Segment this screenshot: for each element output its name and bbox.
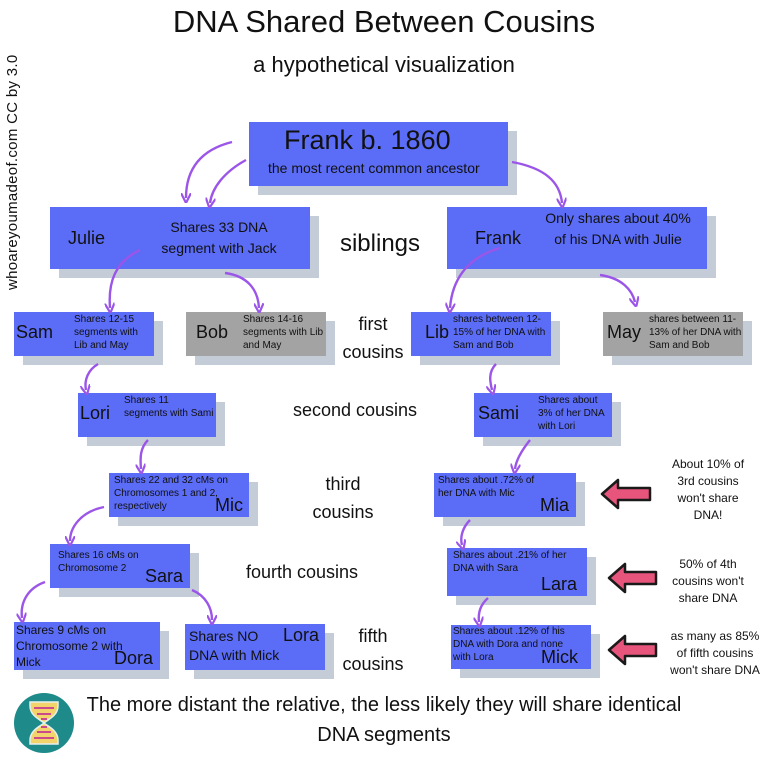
mick-box: Shares about .12% of his DNA with Dora a…	[451, 625, 591, 669]
sidenote-fourth: 50% of 4th cousins won't share DNA	[672, 557, 744, 605]
bob-box: Bob Shares 14-16 segments with Lib and M…	[186, 312, 326, 356]
lara-name: Lara	[541, 574, 578, 594]
lib-name: Lib	[425, 322, 450, 342]
footer-text: The more distant the relative, the less …	[86, 694, 682, 746]
sidenote-third: About 10% of 3rd cousins won't share DNA…	[671, 457, 745, 522]
lara-note: Shares about .21% of her DNA with Sara	[453, 550, 567, 574]
ancestor-box: Frank b. 1860 the most recent common anc…	[249, 122, 508, 186]
arrow-frank-to-julie-2	[210, 158, 247, 203]
sami-note: Shares about 3% of her DNA with Lori	[538, 395, 605, 432]
mia-note: Shares about .72% of her DNA with Mic	[438, 475, 535, 499]
arrow-lara-to-mick	[479, 597, 489, 622]
label-siblings: siblings	[339, 230, 421, 257]
arrow-frank-to-frank-sibling	[511, 160, 562, 203]
mic-note: Shares 22 and 32 cMs on Chromosomes 1 an…	[114, 475, 228, 512]
arrow-mic-to-sara	[70, 505, 105, 541]
dna-logo-icon	[14, 693, 74, 753]
bob-note: Shares 14-16 segments with Lib and May	[243, 314, 324, 351]
dora-name: Dora	[114, 648, 154, 668]
arrow-lori-to-mic	[141, 439, 149, 469]
mic-box: Shares 22 and 32 cMs on Chromosomes 1 an…	[109, 473, 249, 517]
sidenote-fifth: as many as 85% of fifth cousins won't sh…	[670, 629, 760, 677]
arrow-julie-to-bob	[224, 271, 259, 308]
frank-sibling-name: Frank	[475, 228, 522, 248]
mia-name: Mia	[540, 495, 570, 515]
mic-name: Mic	[215, 495, 243, 515]
arrow-frank-sibling-to-may	[599, 273, 635, 302]
lora-note: Shares NO DNA with Mick	[189, 628, 280, 663]
label-first-cousins: first cousins	[342, 314, 404, 362]
mick-note: Shares about .12% of his DNA with Dora a…	[453, 626, 565, 663]
mick-name: Mick	[541, 647, 578, 667]
sam-note: Shares 12-15 segments with Lib and May	[74, 314, 138, 351]
arrow-sara-to-lora	[191, 588, 212, 620]
sara-note: Shares 16 cMs on Chromosome 2	[58, 550, 139, 574]
arrow-sami-to-mia	[515, 439, 531, 469]
may-box: May shares between 11-13% of her DNA wit…	[603, 312, 743, 356]
lora-box: Shares NO DNA with Mick Lora	[185, 624, 325, 670]
mia-box: Shares about .72% of her DNA with Mic Mi…	[434, 473, 576, 517]
dora-note: Shares 9 cMs on Chromosome 2 with Mick	[16, 623, 123, 669]
arrow-mia-to-lara	[461, 519, 471, 545]
frank-sibling-box: Frank Only shares about 40% of his DNA w…	[447, 207, 707, 269]
arrow-sam-to-lori	[86, 362, 99, 390]
sam-name: Sam	[16, 322, 54, 342]
lara-box: Shares about .21% of her DNA with Sara L…	[447, 548, 587, 596]
lori-name: Lori	[80, 403, 111, 423]
page-title: DNA Shared Between Cousins	[172, 4, 596, 39]
julie-box: Julie Shares 33 DNA segment with Jack	[50, 207, 310, 269]
pointer-arrow-third	[600, 478, 652, 510]
julie-name: Julie	[68, 228, 106, 248]
label-fifth-cousins: fifth cousins	[342, 626, 404, 674]
lora-name: Lora	[283, 625, 320, 645]
frank-sibling-note: Only shares about 40% of his DNA with Ju…	[545, 210, 691, 247]
sara-name: Sara	[145, 566, 184, 586]
lib-box: Lib shares between 12-15% of her DNA wit…	[411, 312, 551, 356]
page-subtitle: a hypothetical visualization	[253, 52, 515, 77]
sami-box: Sami Shares about 3% of her DNA with Lor…	[474, 393, 612, 437]
arrow-lib-to-sami	[490, 363, 497, 390]
pointer-arrow-fifth	[607, 634, 658, 666]
label-third-cousins: third cousins	[312, 474, 374, 522]
pointer-arrow-fourth	[607, 562, 658, 594]
arrow-frank-to-julie	[186, 140, 233, 198]
arrow-julie-to-sam	[110, 248, 141, 308]
dora-box: Shares 9 cMs on Chromosome 2 with Mick D…	[14, 622, 160, 670]
lib-note: shares between 12-15% of her DNA with Sa…	[453, 314, 546, 351]
sara-box: Shares 16 cMs on Chromosome 2 Sara	[50, 544, 190, 588]
lori-box: Lori Shares 11 segments with Sami	[78, 393, 216, 437]
sam-box: Sam Shares 12-15 segments with Lib and M…	[14, 312, 154, 356]
ancestor-note: the most recent common ancestor	[268, 160, 480, 176]
lori-note: Shares 11 segments with Sami	[124, 395, 214, 419]
may-note: shares between 11-13% of her DNA with Sa…	[649, 314, 742, 351]
bob-name: Bob	[196, 322, 229, 342]
label-fourth-cousins: fourth cousins	[245, 562, 359, 582]
ancestor-name: Frank b. 1860	[284, 125, 451, 155]
julie-note: Shares 33 DNA segment with Jack	[161, 219, 277, 256]
sami-name: Sami	[478, 403, 520, 423]
label-second-cousins: second cousins	[292, 400, 418, 420]
may-name: May	[607, 322, 642, 342]
arrow-sara-to-dora	[22, 580, 46, 618]
arrow-frank-sibling-to-lib	[450, 246, 501, 308]
